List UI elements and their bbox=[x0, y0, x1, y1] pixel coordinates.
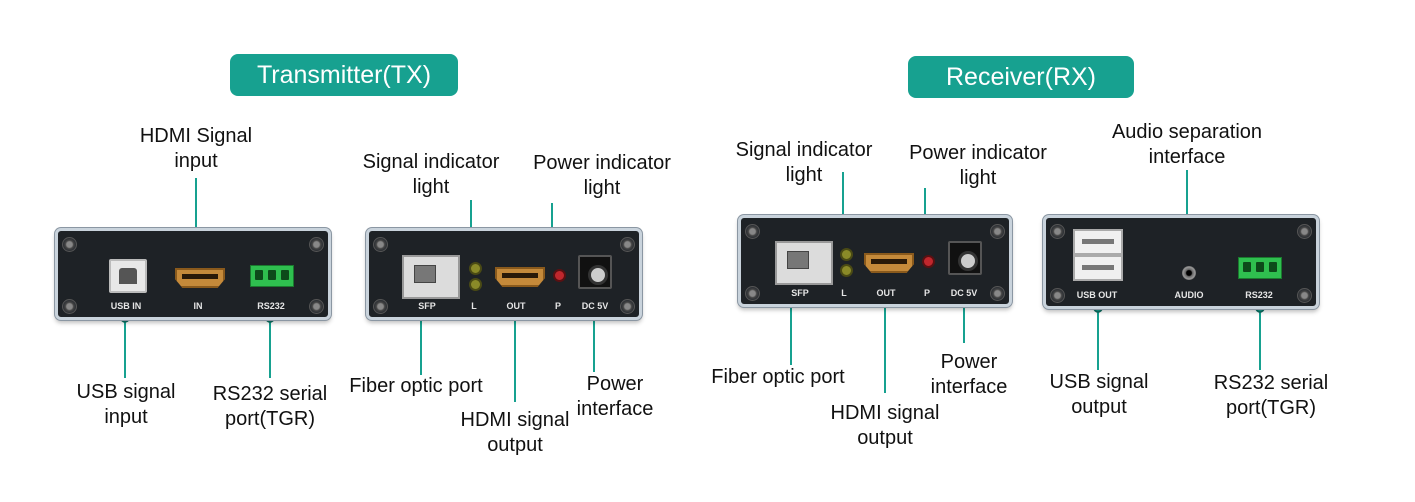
screw-icon bbox=[309, 237, 324, 252]
screw-icon bbox=[373, 237, 388, 252]
screw-icon bbox=[1050, 224, 1065, 239]
port-label-sfp: SFP bbox=[791, 288, 809, 298]
port-label-sfp: SFP bbox=[418, 301, 436, 311]
rx-device-back-panel: USB OUT AUDIO RS232 bbox=[1043, 215, 1319, 309]
port-label-l: L bbox=[841, 288, 847, 298]
tx-label-fiber-optic-port: Fiber optic port bbox=[349, 375, 483, 397]
port-label-in: IN bbox=[193, 301, 203, 311]
tx-label-rs232-serial-port: RS232 serial port(TGR) bbox=[212, 383, 328, 430]
sfp-port-icon bbox=[402, 255, 460, 299]
power-led-icon bbox=[922, 255, 935, 268]
screw-icon bbox=[309, 299, 324, 314]
port-label-usb-in: USB IN bbox=[110, 301, 142, 311]
port-label-out: OUT bbox=[506, 301, 526, 311]
rx-label-fiber-optic-port: Fiber optic port bbox=[711, 366, 845, 388]
screw-icon bbox=[62, 299, 77, 314]
usb-a-port-icon bbox=[1073, 255, 1123, 281]
signal-led-icon bbox=[840, 248, 853, 261]
rx-label-hdmi-signal-output: HDMI signal output bbox=[830, 402, 940, 449]
port-label-rs232: RS232 bbox=[257, 301, 285, 311]
screw-icon bbox=[745, 224, 760, 239]
rx-label-usb-signal-output: USB signal output bbox=[1049, 371, 1149, 418]
rx-label-rs232-serial-port: RS232 serial port(TGR) bbox=[1213, 372, 1329, 419]
rx-label-power-interface: Power interface bbox=[930, 351, 1008, 398]
terminal-block-icon bbox=[250, 265, 294, 287]
port-label-p: P bbox=[923, 288, 930, 298]
tx-label-signal-indicator-light: Signal indicator light bbox=[362, 151, 500, 198]
screw-icon bbox=[990, 224, 1005, 239]
rx-label-signal-indicator-light: Signal indicator light bbox=[735, 139, 873, 186]
sfp-port-icon bbox=[775, 241, 833, 285]
tx-label-hdmi-signal-input: HDMI Signal input bbox=[139, 125, 253, 172]
screw-icon bbox=[1297, 288, 1312, 303]
screw-icon bbox=[373, 299, 388, 314]
rx-section-title: Receiver(RX) bbox=[908, 56, 1134, 98]
port-label-dc: DC 5V bbox=[581, 301, 609, 311]
screw-icon bbox=[620, 237, 635, 252]
signal-led-icon bbox=[469, 278, 482, 291]
tx-device-front-panel: SFP L OUT P DC 5V bbox=[366, 228, 642, 320]
screw-icon bbox=[620, 299, 635, 314]
audio-jack-icon bbox=[1182, 266, 1196, 280]
hdmi-port-icon bbox=[495, 267, 545, 287]
port-label-l: L bbox=[471, 301, 477, 311]
port-label-dc: DC 5V bbox=[950, 288, 978, 298]
dc-power-jack-icon bbox=[578, 255, 612, 289]
tx-section-title: Transmitter(TX) bbox=[230, 54, 458, 96]
signal-led-icon bbox=[840, 264, 853, 277]
rx-device-front-panel: SFP L OUT P DC 5V bbox=[738, 215, 1012, 307]
tx-label-power-indicator-light: Power indicator light bbox=[533, 152, 671, 199]
rx-label-audio-separation-interface: Audio separation interface bbox=[1111, 121, 1263, 168]
screw-icon bbox=[745, 286, 760, 301]
port-label-audio: AUDIO bbox=[1174, 290, 1204, 300]
tx-device-back-panel: USB IN IN RS232 bbox=[55, 228, 331, 320]
port-label-rs232: RS232 bbox=[1245, 290, 1273, 300]
tx-label-usb-signal-input: USB signal input bbox=[76, 381, 176, 428]
port-label-p: P bbox=[554, 301, 561, 311]
screw-icon bbox=[1297, 224, 1312, 239]
port-label-out: OUT bbox=[876, 288, 896, 298]
usb-b-port-icon bbox=[109, 259, 147, 293]
hdmi-port-icon bbox=[864, 253, 914, 273]
screw-icon bbox=[990, 286, 1005, 301]
power-led-icon bbox=[553, 269, 566, 282]
screw-icon bbox=[62, 237, 77, 252]
usb-a-port-icon bbox=[1073, 229, 1123, 255]
rx-label-power-indicator-light: Power indicator light bbox=[909, 142, 1047, 189]
tx-label-power-interface: Power interface bbox=[576, 373, 654, 420]
screw-icon bbox=[1050, 288, 1065, 303]
tx-label-hdmi-signal-output: HDMI signal output bbox=[460, 409, 570, 456]
terminal-block-icon bbox=[1238, 257, 1282, 279]
dc-power-jack-icon bbox=[948, 241, 982, 275]
signal-led-icon bbox=[469, 262, 482, 275]
hdmi-port-icon bbox=[175, 268, 225, 288]
port-label-usb-out: USB OUT bbox=[1076, 290, 1118, 300]
